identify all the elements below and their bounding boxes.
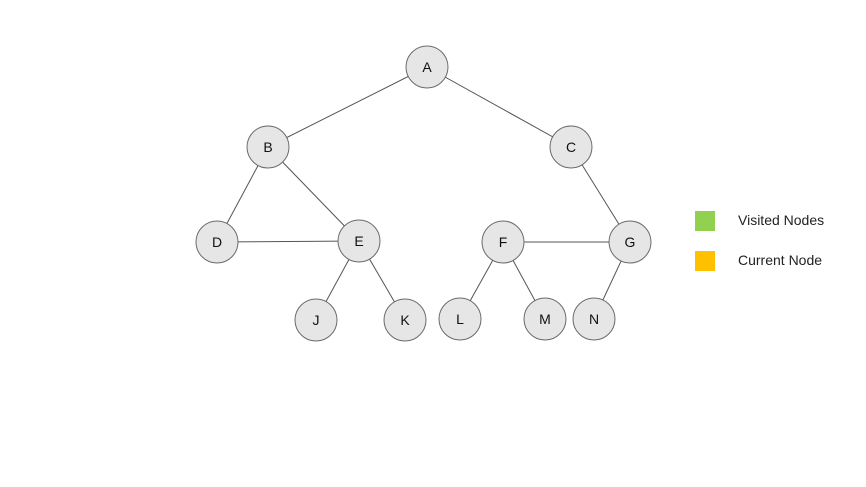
edge-A-B <box>267 66 428 148</box>
node-circle <box>523 297 567 341</box>
node-label: A <box>422 59 432 75</box>
node-circle <box>572 297 616 341</box>
node-label: F <box>499 234 508 250</box>
current-node-label: Current Node <box>738 252 823 268</box>
node-F: F <box>481 220 525 264</box>
node-label: E <box>354 233 363 249</box>
node-label: J <box>313 312 320 328</box>
node-D: D <box>195 220 239 264</box>
node-L: L <box>438 297 482 341</box>
node-K: K <box>383 298 427 342</box>
node-E: E <box>337 219 381 263</box>
node-circle <box>337 219 381 263</box>
edge-D-E <box>216 240 360 243</box>
node-label: N <box>589 311 599 327</box>
visited-nodes-label: Visited Nodes <box>738 212 825 228</box>
node-A: A <box>405 45 449 89</box>
node-G: G <box>608 220 652 264</box>
node-circle <box>383 298 427 342</box>
node-circle <box>246 125 290 169</box>
node-M: M <box>523 297 567 341</box>
node-circle <box>294 298 338 342</box>
node-circle <box>608 220 652 264</box>
node-C: C <box>549 125 593 169</box>
node-circle <box>481 220 525 264</box>
node-label: B <box>263 139 272 155</box>
node-J: J <box>294 298 338 342</box>
node-circle <box>195 220 239 264</box>
node-circle <box>438 297 482 341</box>
node-label: D <box>212 234 222 250</box>
node-circle <box>405 45 449 89</box>
node-circle <box>549 125 593 169</box>
edge-A-C <box>426 66 572 148</box>
visited-nodes-swatch <box>695 211 715 231</box>
node-N: N <box>572 297 616 341</box>
node-label: L <box>456 311 464 327</box>
edge-B-E <box>267 146 360 242</box>
node-label: M <box>539 311 551 327</box>
node-label: G <box>625 234 636 250</box>
current-node-swatch <box>695 251 715 271</box>
node-label: C <box>566 139 576 155</box>
node-label: K <box>400 312 410 328</box>
node-B: B <box>246 125 290 169</box>
